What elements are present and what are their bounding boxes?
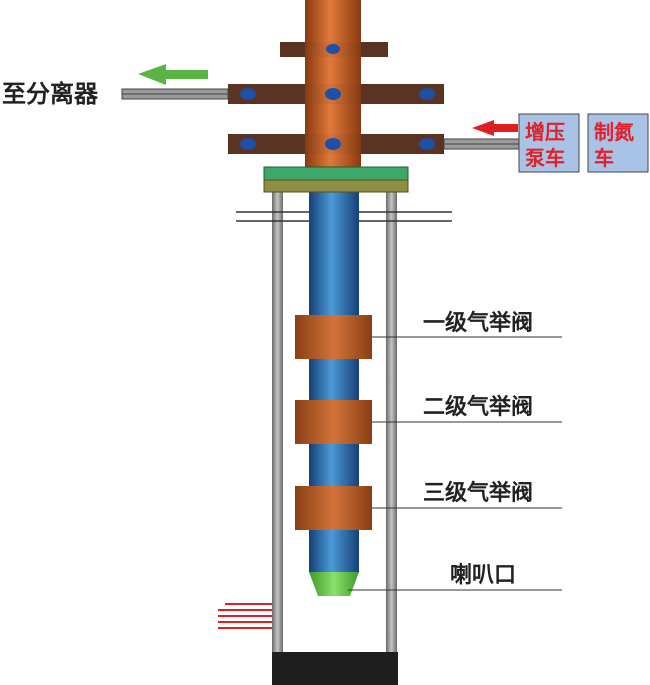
valve-3 [295, 486, 372, 530]
inflow-lines [218, 603, 272, 629]
arrow-left-icon [138, 64, 208, 85]
bolt-icon [240, 138, 256, 150]
booster-label-line2: 泵车 [525, 146, 565, 170]
booster-pump-truck-box [518, 113, 580, 173]
casing-left-wall [272, 192, 283, 652]
bolt-icon [325, 138, 341, 150]
arrow-left-icon [472, 120, 518, 136]
bell-mouth-label: 喇叭口 [450, 562, 516, 588]
nitrogen-label-line1: 制氮 [594, 120, 634, 144]
bottom-plug [272, 652, 398, 685]
bell-mouth [309, 572, 359, 596]
bolt-icon [325, 88, 341, 100]
booster-label-line1: 增压 [525, 120, 565, 144]
valve1-label: 一级气举阀 [423, 310, 533, 336]
nitrogen-label-line2: 车 [594, 146, 614, 170]
valve2-label: 二级气举阀 [423, 394, 533, 420]
nitrogen-truck-box [587, 113, 649, 173]
separator-label: 至分离器 [2, 79, 99, 108]
bolt-icon [419, 138, 435, 150]
valve3-label: 三级气举阀 [423, 480, 533, 506]
bolt-icon [240, 88, 256, 100]
bolt-icon [419, 88, 435, 100]
valve-2 [295, 400, 372, 444]
green-plate [263, 166, 409, 181]
olive-plate [263, 179, 409, 193]
tubing-through-flanges [305, 40, 361, 170]
valve-1 [295, 315, 372, 359]
bolt-icon [326, 44, 340, 54]
